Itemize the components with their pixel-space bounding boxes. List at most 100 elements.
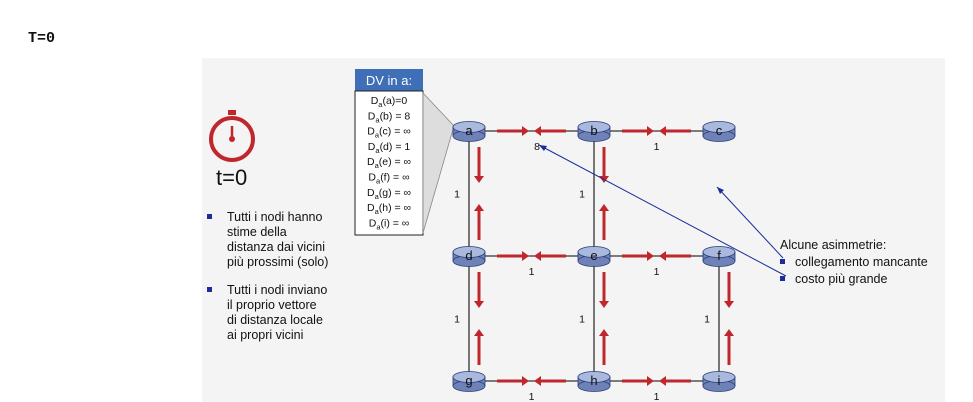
stopwatch-crown bbox=[228, 110, 236, 115]
stopwatch-icon bbox=[209, 110, 255, 162]
arrow-d-a-head bbox=[474, 204, 484, 211]
stopwatch-face bbox=[209, 116, 255, 162]
node-label: e bbox=[590, 248, 597, 263]
dv-table-row: Da(a)=0 bbox=[371, 95, 408, 109]
dv-table-row: Da(d) = 1 bbox=[368, 141, 411, 155]
stopwatch-pivot bbox=[229, 136, 235, 142]
router-icon bbox=[452, 371, 486, 392]
link-cost-label: 1 bbox=[579, 189, 585, 201]
arrow-a-b-head bbox=[522, 126, 529, 136]
node-label: h bbox=[590, 373, 597, 388]
bullet-marker bbox=[207, 214, 212, 219]
router-top bbox=[702, 121, 736, 133]
arrow-h-e-head bbox=[599, 329, 609, 336]
link-cost-label: 1 bbox=[704, 314, 710, 326]
bullet-text: di distanza locale bbox=[227, 313, 323, 327]
node-label: a bbox=[465, 123, 473, 138]
bullet-text: Tutti i nodi inviano bbox=[227, 283, 327, 297]
dv-table-row: Da(b) = 8 bbox=[368, 110, 411, 124]
arrow-c-b-head bbox=[659, 126, 666, 136]
link-cost-label: 1 bbox=[454, 314, 460, 326]
dv-table-row: Da(e) = ∞ bbox=[367, 156, 411, 170]
arrow-e-h-head bbox=[599, 301, 609, 308]
annotation-item: collegamento mancante bbox=[795, 255, 928, 269]
arrow-d-g-head bbox=[474, 301, 484, 308]
router-icon bbox=[452, 246, 486, 267]
bullet-marker bbox=[207, 287, 212, 292]
link-cost-label: 1 bbox=[654, 141, 660, 153]
arrow-f-i-head bbox=[724, 301, 734, 308]
bullet-text: più prossimi (solo) bbox=[227, 255, 328, 269]
link-cost-label: 1 bbox=[529, 266, 535, 278]
pointer-missing-link-head bbox=[717, 187, 724, 194]
arrow-b-c-head bbox=[647, 126, 654, 136]
bullet-text: ai propri vicini bbox=[227, 328, 303, 342]
link-cost-label: 1 bbox=[579, 314, 585, 326]
annotation-bullet bbox=[780, 259, 785, 264]
arrow-e-b-head bbox=[599, 204, 609, 211]
node-label: i bbox=[718, 373, 721, 388]
link-cost-label: 1 bbox=[654, 266, 660, 278]
bullet-text: il proprio vettore bbox=[227, 298, 317, 312]
dv-callout-wedge bbox=[422, 91, 455, 234]
node-label: b bbox=[590, 123, 597, 138]
node-label: d bbox=[465, 248, 472, 263]
arrow-a-d-head bbox=[474, 176, 484, 183]
router-top bbox=[577, 121, 611, 133]
router-top bbox=[577, 371, 611, 383]
bullet-text: stime della bbox=[227, 225, 287, 239]
arrow-h-g-head bbox=[534, 376, 541, 386]
router-icon bbox=[577, 246, 611, 267]
header-bar: T=0 bbox=[0, 0, 973, 58]
pointer-larger-cost bbox=[538, 144, 787, 277]
arrow-e-f-head bbox=[647, 251, 654, 261]
dv-table-row: Da(i) = ∞ bbox=[369, 217, 410, 231]
router-top bbox=[577, 246, 611, 258]
annotation-bullet bbox=[780, 276, 785, 281]
dv-table-body bbox=[354, 90, 424, 236]
dv-table-row: Da(h) = ∞ bbox=[367, 202, 411, 216]
pointer-missing-link bbox=[716, 186, 784, 259]
router-top bbox=[452, 121, 486, 133]
router-top bbox=[452, 246, 486, 258]
dv-table-row: Da(g) = ∞ bbox=[367, 187, 411, 201]
dv-table-title: DV in a: bbox=[366, 73, 412, 88]
link-cost-label: 1 bbox=[654, 391, 660, 402]
annotation-title: Alcune asimmetrie: bbox=[780, 238, 886, 252]
node-label: c bbox=[716, 123, 723, 138]
arrow-i-h-head bbox=[659, 376, 666, 386]
arrow-b-a-head bbox=[534, 126, 541, 136]
arrow-g-h-head bbox=[522, 376, 529, 386]
pointer-larger-cost-head bbox=[539, 145, 547, 151]
annotation-item: costo più grande bbox=[795, 272, 887, 286]
node-label: g bbox=[465, 373, 472, 388]
router-icon bbox=[577, 121, 611, 142]
router-icon bbox=[452, 121, 486, 142]
dv-table-row: Da(f) = ∞ bbox=[368, 172, 409, 186]
clock-label: t=0 bbox=[216, 165, 247, 190]
router-icon bbox=[702, 371, 736, 392]
router-icon bbox=[702, 246, 736, 267]
router-top bbox=[452, 371, 486, 383]
bullet-text: distanza dai vicini bbox=[227, 240, 325, 254]
arrow-i-f-head bbox=[724, 329, 734, 336]
link-cost-label: 1 bbox=[454, 189, 460, 201]
dv-table-row: Da(c) = ∞ bbox=[367, 126, 410, 140]
node-label: f bbox=[717, 248, 721, 263]
link-cost-label: 1 bbox=[529, 391, 535, 402]
link-cost-label: 8 bbox=[534, 141, 540, 153]
bullet-text: Tutti i nodi hanno bbox=[227, 210, 322, 224]
router-top bbox=[702, 371, 736, 383]
router-top bbox=[702, 246, 736, 258]
router-icon bbox=[702, 121, 736, 142]
arrow-d-e-head bbox=[522, 251, 529, 261]
arrow-e-d-head bbox=[534, 251, 541, 261]
router-icon bbox=[577, 371, 611, 392]
arrow-f-e-head bbox=[659, 251, 666, 261]
arrow-h-i-head bbox=[647, 376, 654, 386]
page-title: T=0 bbox=[28, 30, 56, 47]
dv-table-header bbox=[355, 69, 423, 91]
arrow-g-d-head bbox=[474, 329, 484, 336]
